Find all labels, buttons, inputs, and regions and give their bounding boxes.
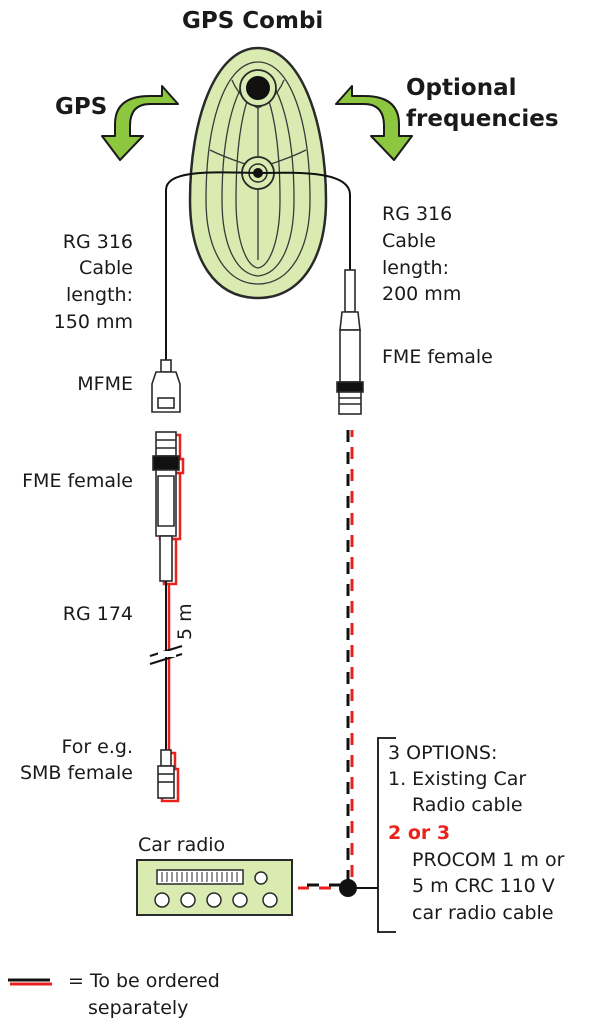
option-1-line-2: Radio cable bbox=[412, 794, 523, 816]
rg174-label: RG 174 bbox=[62, 603, 133, 625]
optional-label-1: Optional bbox=[406, 75, 517, 101]
gps-antenna-icon bbox=[188, 46, 328, 300]
left-cable-length: 150 mm bbox=[53, 311, 133, 333]
optional-label-2: frequencies bbox=[406, 106, 559, 132]
diagram-title: GPS Combi bbox=[182, 8, 324, 34]
red-black-cable-icon bbox=[8, 978, 52, 986]
right-cable-length-label: length: bbox=[382, 257, 449, 279]
option-3-line-3: car radio cable bbox=[412, 902, 554, 924]
options-header: 3 OPTIONS: bbox=[388, 742, 498, 764]
mfme-connector-icon bbox=[151, 359, 181, 413]
left-fme-connector-icon bbox=[152, 431, 185, 586]
left-cable-length-label: length: bbox=[66, 284, 133, 306]
legend-line-2: separately bbox=[88, 997, 189, 1019]
rg174-length: 5 m bbox=[174, 603, 196, 640]
option-2-or-3: 2 or 3 bbox=[388, 822, 451, 844]
right-cable-length: 200 mm bbox=[382, 283, 462, 305]
gps-label: GPS bbox=[55, 94, 108, 120]
right-cable-type: RG 316 bbox=[382, 203, 453, 225]
car-radio-icon bbox=[136, 859, 293, 916]
legend-line-1: = To be ordered bbox=[68, 970, 220, 992]
mfme-label: MFME bbox=[77, 373, 133, 395]
antenna-cables bbox=[165, 171, 351, 360]
optional-arrow-icon bbox=[335, 85, 413, 161]
right-fme-connector-icon bbox=[336, 269, 364, 415]
left-cable-type: RG 316 bbox=[62, 231, 133, 253]
car-radio-label: Car radio bbox=[138, 834, 226, 856]
right-cable-label: Cable bbox=[382, 230, 436, 252]
option-3-line-2: 5 m CRC 110 V bbox=[412, 875, 555, 897]
option-1-line-1: 1. Existing Car bbox=[388, 768, 527, 790]
smb-label-1: For e.g. bbox=[61, 736, 133, 758]
smb-connector-icon bbox=[157, 749, 180, 803]
smb-label-2: SMB female bbox=[19, 762, 133, 784]
rg174-cable bbox=[149, 581, 183, 750]
optional-dashed-cable bbox=[298, 430, 378, 897]
options-bracket bbox=[377, 737, 396, 933]
gps-arrow-icon bbox=[101, 85, 179, 161]
option-3-line-1: PROCOM 1 m or bbox=[412, 849, 565, 871]
left-fme-female-label: FME female bbox=[22, 470, 133, 492]
left-cable-label: Cable bbox=[79, 257, 133, 279]
right-fme-female-label: FME female bbox=[382, 346, 493, 368]
